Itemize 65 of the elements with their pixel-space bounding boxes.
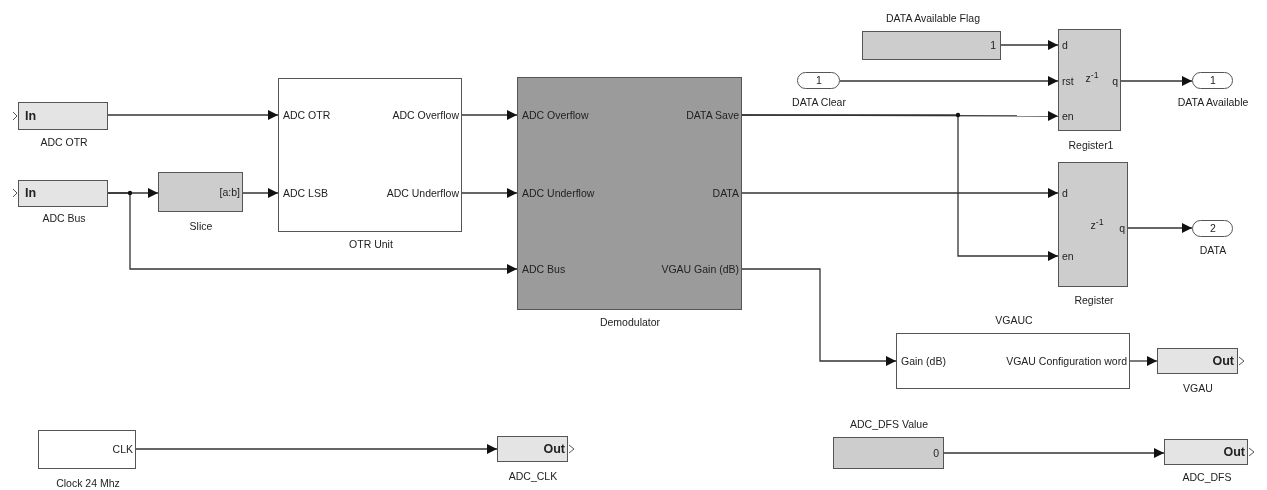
block-name: ADC_DFS	[1182, 472, 1232, 484]
signal-arrow	[943, 448, 1165, 458]
port-label: ADC Overflow	[522, 110, 589, 122]
block-name: DATA	[1199, 245, 1227, 257]
port-label: ADC Overflow	[392, 110, 459, 122]
port-label: d	[1062, 40, 1068, 52]
block-name: Clock 24 Mhz	[56, 478, 120, 490]
port-label: ADC Bus	[522, 264, 566, 276]
port-label: Out	[543, 443, 565, 457]
port-label: en	[1062, 251, 1074, 263]
port-label: rst	[1062, 76, 1074, 88]
block-name: DATA Clear	[792, 97, 846, 109]
signal-arrow	[107, 192, 518, 274]
port-label: 1	[990, 40, 996, 52]
port-label: d	[1062, 188, 1068, 200]
port-label: Out	[1223, 446, 1245, 460]
port-label: ADC OTR	[283, 110, 331, 122]
port-label: VGAU Gain (dB)	[661, 264, 739, 276]
port-label: en	[1062, 111, 1074, 123]
signal-arrow	[1120, 76, 1193, 86]
port-label: CLK	[112, 444, 133, 456]
signal-arrow	[242, 188, 279, 198]
block-name: Register	[1074, 295, 1114, 307]
block-name: ADC_CLK	[508, 471, 558, 483]
signal-arrow	[461, 188, 518, 198]
signal-arrow	[839, 76, 1059, 86]
block-name: ADC Bus	[42, 213, 86, 225]
port-label: Gain (dB)	[901, 356, 946, 368]
block-name: ADC OTR	[40, 137, 88, 149]
port-label: z$^{-1}$	[1085, 71, 1099, 85]
block-name: VGAUC	[995, 315, 1033, 327]
port-label: 0	[933, 448, 939, 460]
signal-arrow	[1127, 223, 1193, 233]
port-label: 1	[816, 75, 822, 87]
port-label: z$^{-1}$	[1090, 218, 1104, 232]
block-name: Slice	[189, 221, 213, 233]
signal-arrow	[135, 444, 498, 454]
block-name: DATA Available Flag	[886, 13, 980, 25]
port-label: q	[1119, 223, 1125, 235]
signal-arrow	[741, 268, 897, 366]
signal-arrow	[741, 114, 1059, 261]
port-label: q	[1112, 76, 1118, 88]
port-label: ADC LSB	[283, 188, 328, 200]
block-name: Demodulator	[599, 317, 661, 329]
port-label: DATA Save	[686, 110, 739, 122]
port-label: In	[25, 187, 37, 201]
port-label: 2	[1210, 223, 1216, 235]
signal-arrow	[461, 110, 518, 120]
port-label: In	[25, 110, 37, 124]
port-label: 1	[1210, 75, 1216, 87]
port-label: [a:b]	[219, 187, 240, 199]
port-label: Out	[1212, 355, 1234, 369]
port-label: VGAU Configuration word	[1006, 356, 1127, 368]
port-label: DATA	[712, 188, 739, 200]
block-name: DATA Available	[1177, 97, 1249, 109]
block-name: Register1	[1068, 140, 1114, 152]
block-name: ADC_DFS Value	[850, 419, 928, 431]
block-name: OTR Unit	[349, 239, 393, 251]
signal-arrow	[1129, 356, 1158, 366]
signal-arrow	[107, 110, 279, 120]
port-label: ADC Underflow	[386, 188, 459, 200]
port-label: ADC Underflow	[522, 188, 595, 200]
signal-arrow	[741, 188, 1059, 198]
signal-arrow	[1000, 40, 1059, 50]
block-name: VGAU	[1183, 383, 1213, 395]
